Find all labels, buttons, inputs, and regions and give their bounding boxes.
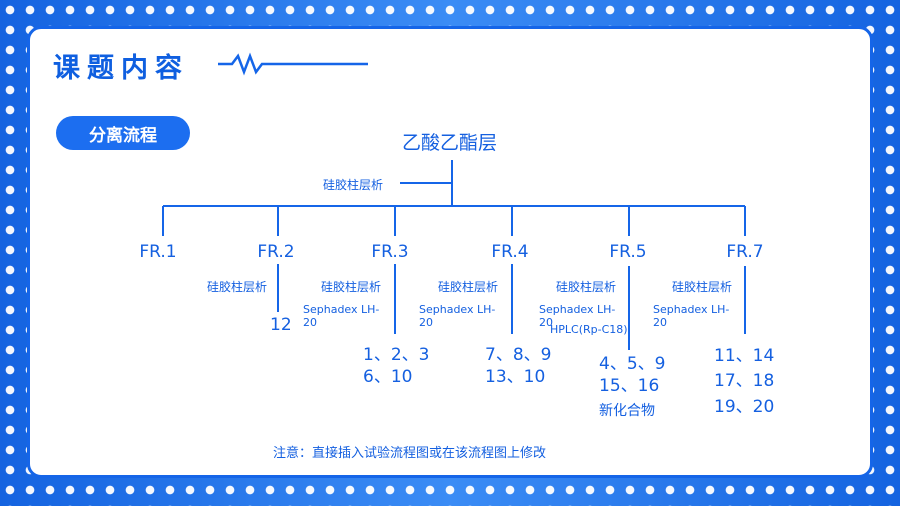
fraction-fr2-label: FR.2 bbox=[257, 242, 295, 262]
top-method-label: 硅胶柱层析 bbox=[323, 178, 384, 192]
content-card bbox=[27, 26, 873, 478]
fr5-result-line-2: 15、16 bbox=[599, 376, 660, 396]
fraction-fr1-label: FR.1 bbox=[139, 242, 177, 262]
footnote: 注意：直接插入试验流程图或在该流程图上修改 bbox=[273, 446, 547, 461]
fr7-result-line-1: 11、14 bbox=[714, 346, 775, 366]
fr3-result-line-2: 6、10 bbox=[363, 367, 413, 387]
fr3-sephadex-label: Sephadex LH-20 bbox=[303, 303, 380, 329]
section-badge: 分离流程 bbox=[56, 116, 190, 150]
fr5-sephadex-label: Sephadex LH-20 bbox=[539, 303, 616, 329]
fraction-fr4-label: FR.4 bbox=[491, 242, 529, 262]
fr3-method-label: 硅胶柱层析 bbox=[321, 280, 382, 294]
fr5-hplc-label: HPLC(Rp-C18) bbox=[550, 323, 628, 336]
fr7-sephadex-label: Sephadex LH-20 bbox=[653, 303, 730, 329]
ethyl-acetate-layer-label: 乙酸乙酯层 bbox=[402, 132, 498, 154]
fr4-result-line-1: 7、8、9 bbox=[485, 345, 552, 365]
fr2-result: 12 bbox=[270, 315, 292, 335]
fr4-result-line-2: 13、10 bbox=[485, 367, 546, 387]
fr7-result-line-3: 19、20 bbox=[714, 397, 775, 417]
fr5-new-compound-label: 新化合物 bbox=[599, 403, 655, 419]
fr7-result-line-2: 17、18 bbox=[714, 371, 775, 391]
page-title: 课题内容 bbox=[53, 53, 189, 84]
fr7-method-label: 硅胶柱层析 bbox=[672, 280, 733, 294]
fraction-fr5-label: FR.5 bbox=[609, 242, 647, 262]
heartbeat-line-icon bbox=[218, 52, 368, 76]
fraction-fr7-label: FR.7 bbox=[726, 242, 764, 262]
fr4-method-label: 硅胶柱层析 bbox=[438, 280, 499, 294]
fr4-sephadex-label: Sephadex LH-20 bbox=[419, 303, 496, 329]
fraction-fr3-label: FR.3 bbox=[371, 242, 409, 262]
fr3-result-line-1: 1、2、3 bbox=[363, 345, 430, 365]
fr5-result-line-1: 4、5、9 bbox=[599, 354, 666, 374]
fr5-method-label: 硅胶柱层析 bbox=[556, 280, 617, 294]
fr2-method-label: 硅胶柱层析 bbox=[207, 280, 268, 294]
